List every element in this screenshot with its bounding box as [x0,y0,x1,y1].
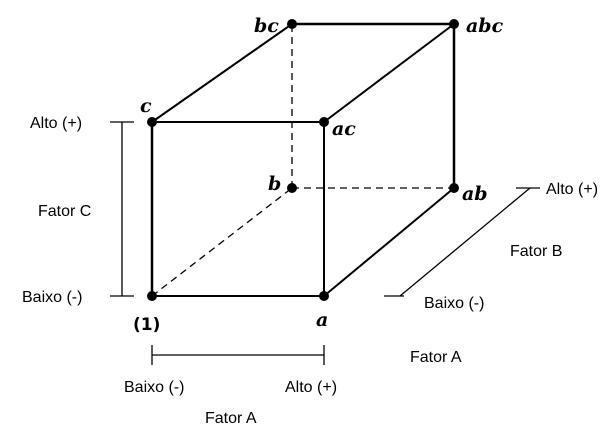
corner-label-a: a [316,309,328,331]
vertex-bc [287,19,297,29]
factor-c-low-label: Baixo (-) [22,289,82,306]
corner-label-c: c [140,95,152,117]
factor-a-side-label: Fator A [410,349,462,366]
factor-a-high-label: Alto (+) [285,379,337,396]
vertex-abc [449,19,459,29]
factor-b-high-label: Alto (+) [546,181,598,198]
vertex-1 [147,291,157,301]
factor-a-low-label: Baixo (-) [124,379,184,396]
vertex-ab [449,183,459,193]
vertex-ac [319,117,329,127]
vertex-a [319,291,329,301]
corner-label-ac: ac [332,118,356,140]
vertex-b [287,183,297,193]
corner-label-bc: bc [254,15,279,37]
corner-label-1: (1) [133,315,160,335]
vertex-c [147,117,157,127]
factor-b-label: Fator B [510,243,562,260]
corner-label-b: b [268,173,281,195]
edge-ac-abc [323,23,455,123]
corner-label-abc: abc [466,15,504,37]
edge-1-b [151,187,293,297]
edge-c-bc [151,23,293,123]
factor-b-low-label: Baixo (-) [424,295,484,312]
factor-b-scale-line [399,187,531,297]
edge-a-ab [323,187,455,297]
corner-label-ab: ab [462,183,488,205]
factor-c-high-label: Alto (+) [30,115,82,132]
factor-c-label: Fator C [38,203,91,220]
factor-a-label: Fator A [205,410,257,427]
